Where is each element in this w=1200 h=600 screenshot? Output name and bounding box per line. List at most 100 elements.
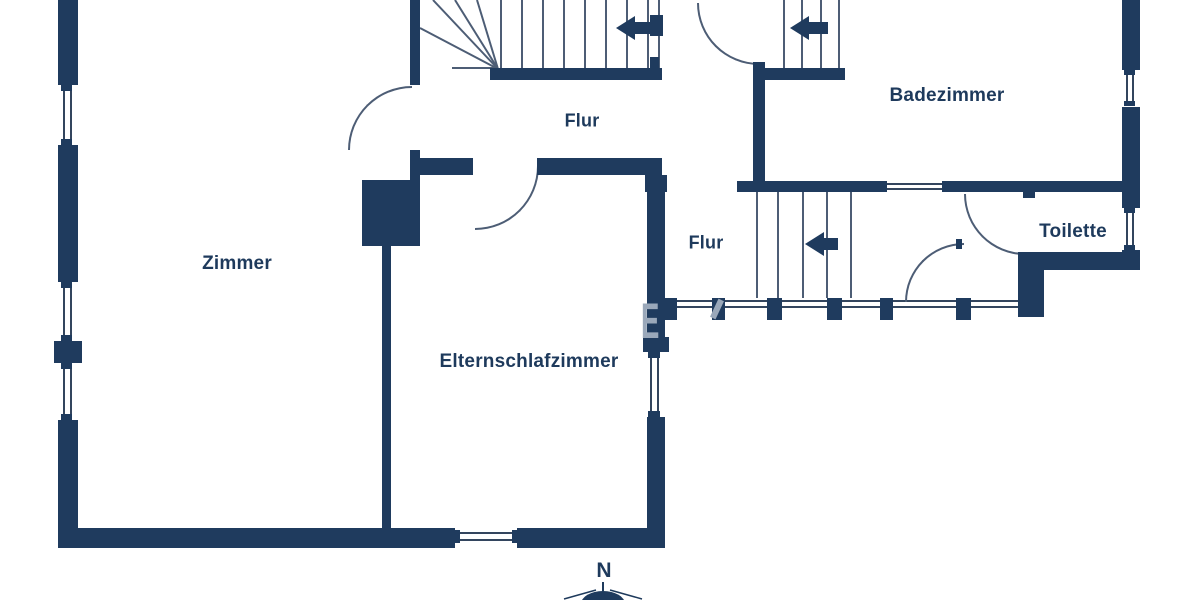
wall-stub <box>650 57 659 72</box>
window-cap <box>648 411 660 417</box>
wall-mullion <box>54 341 82 363</box>
chimney-block <box>362 180 420 246</box>
window <box>70 284 72 339</box>
stair-tread <box>777 192 779 298</box>
wall-segment <box>537 158 662 175</box>
stair-tread <box>802 192 804 298</box>
wall-corner <box>645 175 667 192</box>
wall-segment <box>737 181 882 192</box>
stair-tread <box>605 0 607 69</box>
window <box>70 365 72 418</box>
stair-direction-arrow-icon <box>805 232 824 256</box>
window-cap <box>61 85 72 91</box>
stair-tread <box>521 0 523 69</box>
wall-segment <box>753 62 765 192</box>
stair-direction-arrow-icon <box>616 16 635 40</box>
window <box>657 353 659 416</box>
window-cap <box>942 181 947 192</box>
window-cap <box>648 352 660 358</box>
window <box>70 87 72 143</box>
window-cap <box>61 363 72 369</box>
wall-corner <box>1018 252 1044 317</box>
window-cap <box>61 282 72 288</box>
window <box>455 539 517 541</box>
door-leaf <box>956 239 962 249</box>
window-post <box>665 298 677 320</box>
wall-segment <box>1023 252 1140 270</box>
window-cap <box>455 530 460 543</box>
wall-segment <box>58 528 455 548</box>
window <box>63 284 65 339</box>
window-post <box>827 298 842 320</box>
wall-segment <box>947 181 1122 192</box>
stair-tread <box>563 0 565 69</box>
door-arc <box>348 86 412 150</box>
door-arc <box>964 194 1025 255</box>
window <box>455 532 517 534</box>
door-jamb <box>1023 192 1035 198</box>
window <box>1132 71 1134 105</box>
room-label-elternschlafzimmer: Elternschlafzimmer <box>439 351 619 372</box>
wall-segment <box>1122 107 1140 208</box>
stair-landing-bar <box>490 68 662 80</box>
room-label-flur-lower: Flur <box>688 232 724 253</box>
stair-tread <box>542 0 544 69</box>
window-cap <box>1124 245 1135 250</box>
stair-tread <box>820 0 822 68</box>
stair-tread <box>838 0 840 68</box>
wall-segment <box>58 420 78 548</box>
window-cap <box>512 530 517 543</box>
window-cap <box>1124 101 1135 106</box>
wall-segment <box>382 246 391 528</box>
window-post <box>880 298 893 320</box>
room-label-badezimmer: Badezimmer <box>889 85 1005 106</box>
door-arc <box>475 166 539 230</box>
room-label-flur-upper: Flur <box>564 110 600 131</box>
stair-tread <box>756 192 758 298</box>
window <box>884 183 944 185</box>
wall-segment <box>1122 0 1140 70</box>
window-post <box>956 298 971 320</box>
window-cap <box>1124 208 1135 213</box>
wall-stub <box>650 15 663 36</box>
stair-edge <box>850 192 852 298</box>
wall-segment <box>410 0 420 85</box>
door-arc <box>905 243 964 302</box>
room-label-zimmer: Zimmer <box>202 253 272 274</box>
room-label-toilette: Toilette <box>1039 221 1107 242</box>
stair-tread <box>647 0 649 69</box>
window <box>1126 209 1128 249</box>
window <box>665 306 1020 308</box>
window-cap <box>61 414 72 420</box>
wall-mullion <box>643 337 669 352</box>
window <box>1132 209 1134 249</box>
wall-segment <box>58 0 78 85</box>
window-cap <box>61 335 72 341</box>
door-arc <box>697 3 759 65</box>
stair-direction-arrow-icon <box>790 16 809 40</box>
window <box>63 365 65 418</box>
stair-direction-arrow-icon <box>823 238 838 250</box>
stair-tread <box>500 0 502 69</box>
window <box>665 300 1020 302</box>
wall-segment <box>420 158 473 175</box>
compass-north-label: N <box>596 559 612 582</box>
window-cap <box>882 181 887 192</box>
watermark-letter: E <box>641 293 660 349</box>
stair-landing-bar <box>762 68 845 80</box>
winder-fan-lines <box>419 0 499 70</box>
stair-tread <box>783 0 785 68</box>
window-cap <box>1124 70 1135 75</box>
wall-segment <box>517 528 665 548</box>
wall-segment <box>647 417 665 528</box>
compass-rose-icon <box>563 582 643 600</box>
wall-segment <box>58 145 78 282</box>
window-post <box>767 298 782 320</box>
window <box>884 188 944 190</box>
window <box>63 87 65 143</box>
stair-tread <box>584 0 586 69</box>
window-cap <box>61 139 72 145</box>
wall-segment <box>410 150 420 184</box>
stair-direction-arrow-icon <box>808 22 828 34</box>
